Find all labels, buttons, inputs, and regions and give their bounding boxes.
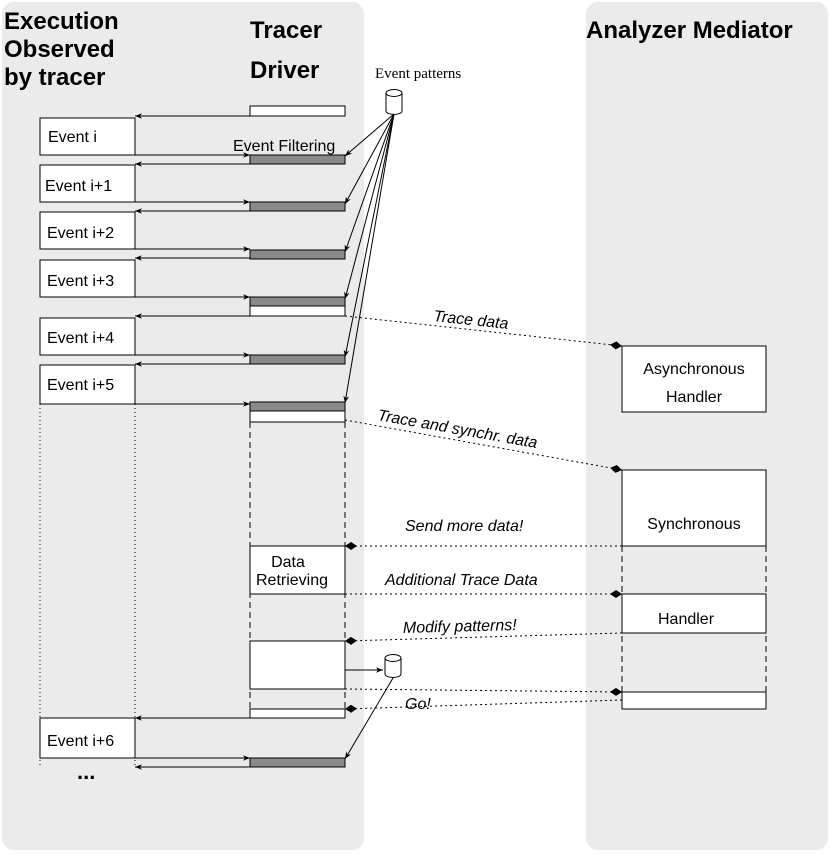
trace-synchr-arrow xyxy=(344,419,623,473)
svg-text:Event i: Event i xyxy=(48,129,97,146)
final-pattern-arrow xyxy=(344,677,394,760)
header-observed: Observed xyxy=(4,36,115,63)
send-more-label: Send more data! xyxy=(405,518,524,535)
modify-patterns-label: Modify patterns! xyxy=(403,617,518,637)
header-driver: Driver xyxy=(250,57,319,84)
tracer-start-box xyxy=(249,105,346,117)
analyzer-panel xyxy=(586,2,828,850)
filter-bar xyxy=(249,354,346,365)
header-analyzer-mediator: Analyzer Mediator xyxy=(586,17,793,44)
done-arrow xyxy=(344,687,623,696)
database-icon xyxy=(384,654,402,678)
modify-patterns-arrow xyxy=(344,632,623,645)
go-label: Go! xyxy=(405,696,431,713)
event-box: Event i+4 xyxy=(39,317,136,356)
filter-bar xyxy=(249,154,346,165)
svg-text:Event i+1: Event i+1 xyxy=(45,178,112,195)
filter-bar xyxy=(249,757,346,768)
trace-data-arrow xyxy=(344,315,623,350)
event-box: Event i xyxy=(39,117,136,156)
event-box: Event i+1 xyxy=(39,164,136,203)
continuation-ellipsis: ... xyxy=(77,759,95,784)
svg-text:Handler: Handler xyxy=(666,389,723,406)
svg-text:Event i+2: Event i+2 xyxy=(47,225,114,242)
asynchronous-handler: Asynchronous Handler xyxy=(621,345,767,413)
filter-bar xyxy=(249,401,346,412)
data-retrieving-box: Data Retrieving xyxy=(249,545,346,595)
svg-text:Synchronous: Synchronous xyxy=(647,516,740,533)
additional-data-label: Additional Trace Data xyxy=(384,572,538,589)
go-arrow xyxy=(344,699,623,713)
svg-text:Handler: Handler xyxy=(658,611,715,628)
filter-bar xyxy=(249,296,346,307)
header-execution: Execution xyxy=(4,8,119,35)
svg-text:Retrieving: Retrieving xyxy=(256,572,328,589)
database-icon xyxy=(385,89,403,115)
sync-send-box xyxy=(249,410,346,423)
event-box: Event i+3 xyxy=(39,259,136,298)
event-box: Event i+6 xyxy=(39,717,136,759)
svg-text:Asynchronous: Asynchronous xyxy=(643,361,744,378)
pattern-arrows xyxy=(343,113,395,404)
svg-text:Event i+6: Event i+6 xyxy=(47,733,114,750)
svg-text:Event i+4: Event i+4 xyxy=(47,330,114,347)
event-box: Event i+5 xyxy=(39,364,136,405)
svg-text:Event i+5: Event i+5 xyxy=(47,377,114,394)
pattern-update-box xyxy=(249,640,346,690)
event-flow-arrows xyxy=(135,152,250,770)
header-by-tracer: by tracer xyxy=(4,64,105,91)
filter-bar xyxy=(249,249,346,260)
trace-send-box xyxy=(249,305,346,317)
resume-box xyxy=(249,708,346,719)
svg-text:Event i+3: Event i+3 xyxy=(47,273,114,290)
header-tracer: Tracer xyxy=(250,17,322,44)
event-box: Event i+2 xyxy=(39,211,136,250)
filter-bar xyxy=(249,201,346,212)
event-patterns-label: Event patterns xyxy=(375,66,461,82)
event-filtering-label: Event Filtering xyxy=(233,138,335,155)
svg-text:Data: Data xyxy=(271,554,305,571)
